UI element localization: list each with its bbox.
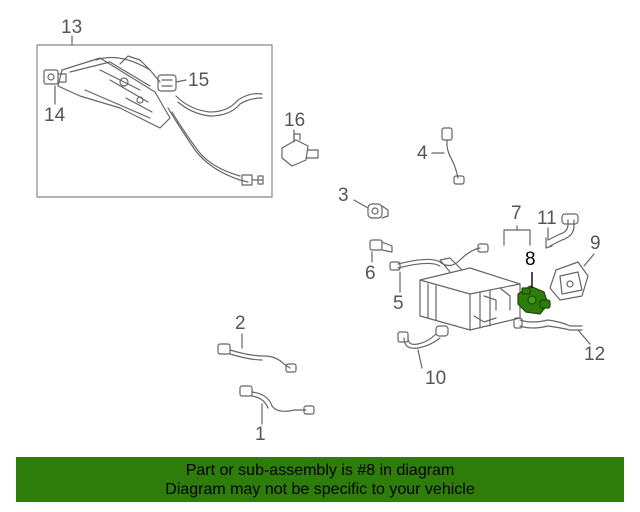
part-6-sensor[interactable] bbox=[369, 239, 393, 253]
inset-box-13 bbox=[36, 44, 273, 198]
part-4-oxygen-sensor[interactable] bbox=[441, 127, 465, 185]
callout-3[interactable]: 3 bbox=[338, 185, 349, 206]
callout-1[interactable]: 1 bbox=[255, 424, 266, 445]
part-13-harness-bracket[interactable] bbox=[57, 55, 264, 186]
part-3-bolt[interactable] bbox=[367, 203, 389, 219]
leader-7 bbox=[503, 229, 531, 246]
banner-line-part: Part or sub-assembly is #8 in diagram bbox=[185, 462, 455, 479]
info-banner: Part or sub-assembly is #8 in diagram Di… bbox=[16, 457, 624, 502]
part-12-hose[interactable] bbox=[513, 317, 583, 331]
part-14-connector[interactable] bbox=[43, 69, 67, 85]
callout-15[interactable]: 15 bbox=[188, 70, 210, 91]
parts-diagram bbox=[36, 35, 595, 425]
callout-13[interactable]: 13 bbox=[61, 17, 83, 38]
part-1-oxygen-sensor[interactable] bbox=[239, 385, 315, 415]
leader-3 bbox=[353, 199, 369, 209]
part-8-vsv-highlighted[interactable] bbox=[517, 285, 551, 315]
part-7-canister[interactable] bbox=[419, 257, 521, 331]
part-11-hose[interactable] bbox=[545, 213, 579, 249]
part-10-hose[interactable] bbox=[397, 325, 449, 349]
callout-14[interactable]: 14 bbox=[44, 105, 66, 126]
part-9-bracket[interactable] bbox=[549, 261, 589, 301]
leader-12 bbox=[577, 329, 591, 345]
callout-2[interactable]: 2 bbox=[235, 313, 246, 334]
callout-11[interactable]: 11 bbox=[537, 208, 557, 229]
leader-9 bbox=[583, 253, 595, 267]
callout-6[interactable]: 6 bbox=[365, 263, 376, 284]
callout-10[interactable]: 10 bbox=[425, 368, 447, 389]
callout-7[interactable]: 7 bbox=[511, 203, 522, 224]
callout-12[interactable]: 12 bbox=[584, 344, 606, 365]
callout-8-highlighted[interactable]: 8 bbox=[525, 249, 536, 270]
leader-15 bbox=[175, 79, 187, 83]
part-2-oxygen-sensor[interactable] bbox=[217, 343, 297, 373]
part-16-valve[interactable] bbox=[281, 133, 319, 167]
callout-9[interactable]: 9 bbox=[590, 233, 601, 254]
leader-10 bbox=[417, 349, 423, 369]
part-5-sensor-wire[interactable] bbox=[389, 243, 489, 271]
callout-5[interactable]: 5 bbox=[393, 293, 404, 314]
callout-16[interactable]: 16 bbox=[284, 110, 306, 131]
banner-line-disclaimer: Diagram may not be specific to your vehi… bbox=[165, 481, 475, 498]
part-15-connector[interactable] bbox=[157, 74, 177, 92]
callout-4[interactable]: 4 bbox=[417, 143, 428, 164]
